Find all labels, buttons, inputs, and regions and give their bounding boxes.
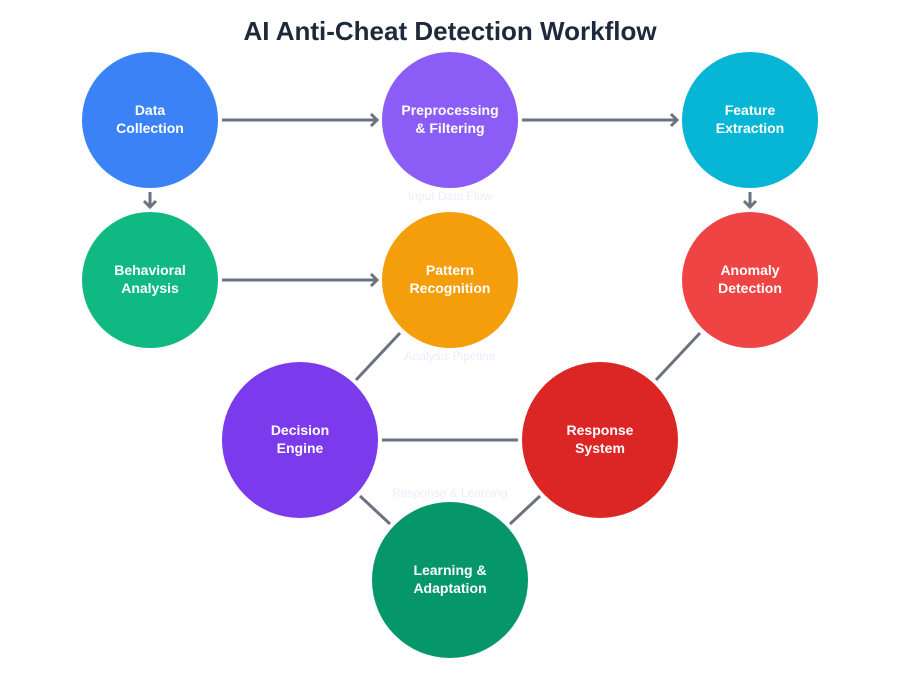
line-decision-to-learning [358, 494, 392, 526]
line-anomaly-to-response [654, 331, 702, 382]
arrow-data-to-behavioral [142, 192, 158, 210]
node-pre: Preprocessing & Filtering [382, 52, 518, 188]
node-circle [682, 212, 818, 348]
node-circle [222, 362, 378, 518]
node-circle [382, 212, 518, 348]
node-label: Preprocessing [401, 102, 498, 118]
node-label: Engine [277, 440, 324, 456]
node-label: Pattern [426, 262, 474, 278]
node-circle [522, 362, 678, 518]
node-circle [372, 502, 528, 658]
node-label: Anomaly [720, 262, 779, 278]
section-label-analysis: Analysis Pipeline [405, 349, 496, 363]
arrow-behavioral-to-pattern [222, 272, 380, 288]
section-label-input: Input Data Flow [408, 189, 492, 203]
arrow-preprocessing-to-feature [522, 112, 680, 128]
node-circle [382, 52, 518, 188]
diagram-title: AI Anti-Cheat Detection Workflow [243, 16, 657, 46]
node-label: Feature [725, 102, 776, 118]
node-label: Response [567, 422, 634, 438]
node-label: Extraction [716, 120, 784, 136]
node-circle [682, 52, 818, 188]
section-label-response: Response & Learning [392, 486, 507, 500]
line-pattern-to-decision [354, 331, 402, 382]
arrow-feature-to-anomaly [742, 192, 758, 210]
arrow-data-to-preprocessing [222, 112, 380, 128]
connectors [142, 112, 758, 526]
node-label: Recognition [410, 280, 491, 296]
node-label: Analysis [121, 280, 179, 296]
node-label: Collection [116, 120, 184, 136]
node-label: Data [135, 102, 166, 118]
node-label: Decision [271, 422, 329, 438]
node-learn: Learning & Adaptation [372, 502, 528, 658]
node-label: & Filtering [415, 120, 484, 136]
node-circle [82, 52, 218, 188]
node-label: Learning & [413, 562, 486, 578]
node-label: System [575, 440, 625, 456]
line-response-to-learning [508, 494, 542, 526]
node-label: Detection [718, 280, 782, 296]
node-label: Adaptation [413, 580, 486, 596]
node-label: Behavioral [114, 262, 186, 278]
node-circle [82, 212, 218, 348]
